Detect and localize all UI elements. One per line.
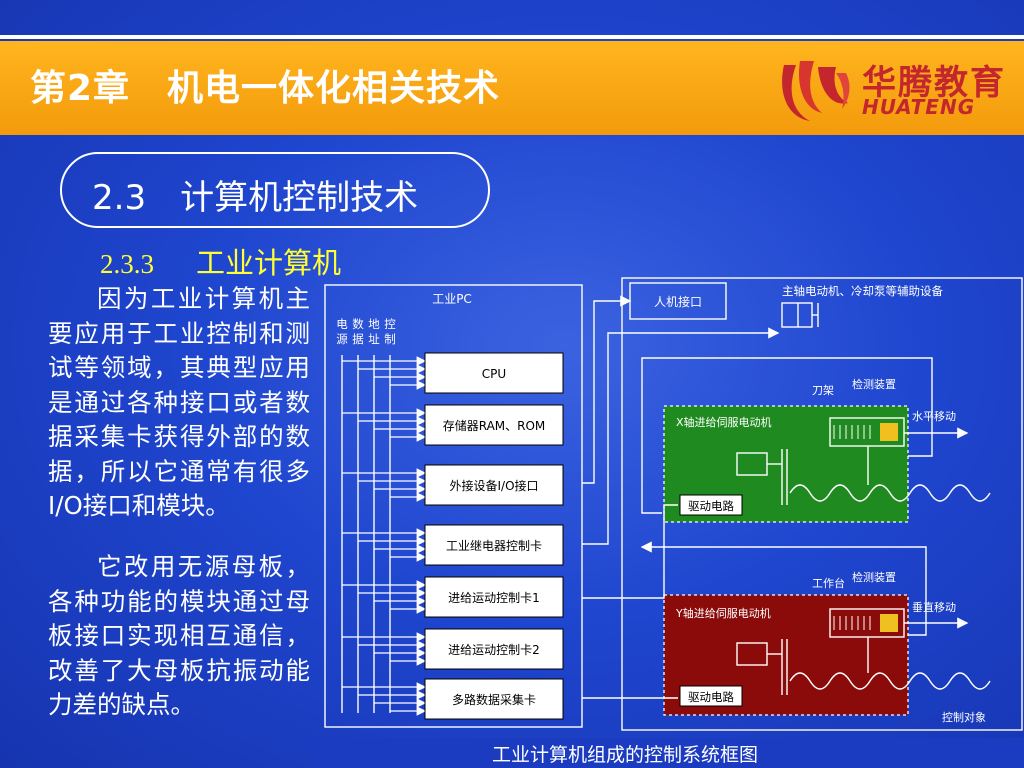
horizontal-move-label: 水平移动	[912, 410, 956, 423]
module-label: 存储器RAM、ROM	[443, 418, 546, 433]
x-drive-label: 驱动电路	[688, 499, 734, 513]
pc-label: 工业PC	[432, 292, 472, 306]
section-title: 2.3 计算机控制技术	[92, 178, 419, 218]
bus-label: 控	[384, 317, 396, 331]
bus-label: 电	[336, 317, 348, 331]
y-detector-icon	[880, 614, 898, 632]
subsection-number: 2.3.3	[100, 249, 154, 279]
y-detector-label: 检测装置	[852, 570, 896, 584]
x-detector-label: 检测装置	[852, 377, 896, 391]
body-paragraph-2: 它改用无源母板，各种功能的模块通过母板接口实现相互通信，改善了大母板抗振动能力差…	[48, 552, 310, 719]
module-box	[424, 404, 564, 446]
aux-equipment-label: 主轴电动机、冷却泵等辅助设备	[782, 284, 943, 298]
logo-chinese-text: 华腾教育	[862, 63, 1006, 103]
logo-mark-icon	[782, 61, 850, 121]
body-paragraph-1: 因为工业计算机主要应用于工业控制和测试等领域，其典型应用是通过各种接口或者数据采…	[48, 284, 310, 520]
bus-label: 数	[352, 317, 364, 331]
control-object-label: 控制对象	[942, 710, 986, 724]
hmi-label: 人机接口	[654, 294, 702, 309]
module-label: 外接设备I/O接口	[449, 478, 538, 493]
module-label: 多路数据采集卡	[452, 692, 536, 707]
diagram-caption: 工业计算机组成的控制系统框图	[492, 744, 759, 766]
module-box	[424, 464, 564, 506]
x-detector-icon	[880, 423, 898, 441]
logo-english-text: HUATENG	[862, 95, 976, 119]
module-box	[424, 352, 564, 394]
bus-label: 地	[368, 317, 380, 331]
vertical-move-label: 垂直移动	[912, 600, 956, 614]
worktable-label: 工作台	[812, 576, 845, 590]
bus-label: 址	[368, 332, 380, 346]
bus-label: 制	[384, 332, 396, 346]
header-top-line	[0, 35, 1024, 39]
subsection-heading: 2.3.3 工业计算机	[100, 240, 341, 282]
tool-holder-label: 刀架	[812, 384, 834, 397]
diagram-caption-bar: 工业计算机组成的控制系统框图	[312, 738, 1024, 768]
module-label: 进给运动控制卡1	[448, 591, 540, 605]
x-motor-label: X轴进给伺服电动机	[676, 415, 772, 429]
chapter-title: 第2章 机电一体化相关技术	[30, 68, 501, 109]
module-label: CPU	[482, 367, 506, 381]
huateng-logo: 华腾教育 HUATENG	[776, 51, 1016, 127]
module-label: 进给运动控制卡2	[448, 643, 540, 657]
title-bar: 第2章 机电一体化相关技术 华腾教育 HUATENG	[0, 41, 1024, 135]
y-drive-box	[679, 685, 743, 707]
control-object-frame	[621, 277, 1023, 731]
y-motor-label: Y轴进给伺服电动机	[675, 606, 771, 620]
x-drive-box	[679, 494, 743, 516]
subsection-title: 工业计算机	[196, 246, 342, 280]
module-box	[424, 678, 564, 720]
module-box	[424, 628, 564, 670]
module-label: 工业继电器控制卡	[446, 539, 542, 553]
bus-label: 源	[336, 332, 348, 346]
bus-label: 据	[352, 332, 364, 346]
industrial-pc-frame	[324, 284, 583, 728]
module-box	[424, 524, 564, 566]
module-box	[424, 576, 564, 618]
y-drive-label: 驱动电路	[688, 690, 734, 704]
section-title-box: 2.3 计算机控制技术	[60, 152, 490, 228]
